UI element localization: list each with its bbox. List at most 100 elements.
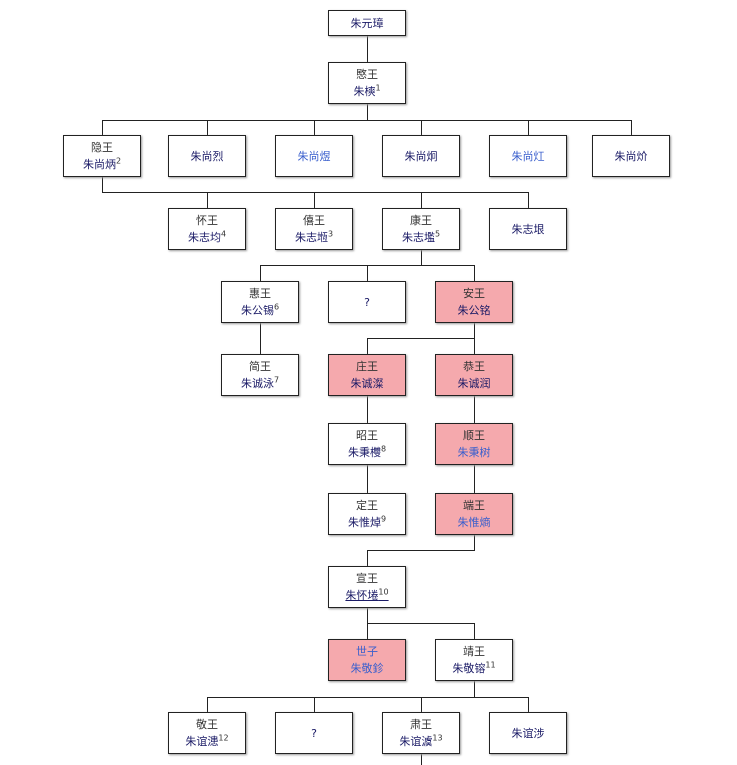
person-node[interactable]: 朱志垠 — [489, 208, 567, 250]
person-node[interactable]: 僖王朱志堩3 — [275, 208, 353, 250]
person-name-text: 朱志壏 — [401, 231, 435, 244]
person-name-text: 朱尚炳 — [82, 158, 116, 171]
person-name-text: 朱元璋 — [350, 16, 384, 30]
person-name[interactable]: 朱秉树 — [458, 444, 491, 461]
person-name-text: 朱诚润 — [457, 377, 491, 390]
person-name[interactable]: 朱志均4 — [188, 229, 226, 246]
footnote-ref[interactable]: 10 — [378, 587, 389, 597]
person-node[interactable]: 朱尚煜 — [275, 135, 353, 177]
person-node[interactable]: 昭王朱秉欆8 — [328, 423, 406, 465]
person-title: 简王 — [249, 360, 271, 373]
person-title: 靖王 — [463, 645, 485, 658]
person-name-text: 朱尚灴 — [511, 149, 545, 163]
person-title: 愍王 — [356, 68, 378, 81]
person-node[interactable]: ? — [328, 281, 406, 323]
person-name[interactable]: 朱尚炌 — [615, 148, 648, 165]
person-node[interactable]: 恭王朱诚润 — [435, 354, 513, 396]
person-name[interactable]: 朱诚泳7 — [241, 375, 279, 392]
person-node[interactable]: 端王朱惟熵 — [435, 493, 513, 535]
footnote-ref[interactable]: 4 — [220, 229, 227, 239]
footnote-ref[interactable]: 2 — [115, 156, 122, 166]
footnote-ref[interactable]: 11 — [485, 660, 496, 670]
person-name[interactable]: 朱秉欆8 — [348, 444, 386, 461]
person-node[interactable]: 肃王朱谊澞13 — [382, 712, 460, 754]
person-name[interactable]: 朱尚炯 — [405, 148, 438, 165]
person-name[interactable]: 朱谊涉 — [512, 725, 545, 742]
person-name[interactable]: 朱谊漶12 — [185, 733, 228, 750]
person-node[interactable]: 庄王朱诚澯 — [328, 354, 406, 396]
person-name-text: 朱尚烈 — [190, 149, 224, 163]
person-name[interactable]: 朱谊澞13 — [399, 733, 442, 750]
person-name[interactable]: 朱诚润 — [458, 375, 491, 392]
person-node[interactable]: 朱尚炌 — [592, 135, 670, 177]
footnote-ref[interactable]: 13 — [432, 733, 443, 743]
person-name[interactable]: 朱敬鉁 — [351, 660, 384, 677]
person-name-text: ? — [364, 295, 370, 309]
footnote-ref[interactable]: 7 — [273, 375, 280, 385]
person-title: 顺王 — [463, 429, 485, 442]
person-name[interactable]: 朱尚烈 — [191, 148, 224, 165]
person-name[interactable]: 朱志壏5 — [402, 229, 440, 246]
person-node[interactable]: 朱谊涉 — [489, 712, 567, 754]
person-node[interactable]: 朱尚烈 — [168, 135, 246, 177]
person-node[interactable]: 愍王朱樉1 — [328, 62, 406, 104]
person-title: 敬王 — [196, 718, 218, 731]
person-name[interactable]: 朱敬镕11 — [452, 660, 495, 677]
person-title: 隐王 — [91, 141, 113, 154]
person-title: 惠王 — [249, 287, 271, 300]
footnote-ref[interactable]: 12 — [218, 733, 229, 743]
person-name[interactable]: ? — [311, 725, 317, 742]
person-node[interactable]: 朱尚灴 — [489, 135, 567, 177]
person-name[interactable]: 朱尚炳2 — [83, 156, 121, 173]
person-name[interactable]: ? — [364, 294, 370, 311]
person-name-text: 朱敬鉁 — [350, 662, 384, 675]
person-name-text: 朱惟焯 — [347, 516, 381, 529]
person-name[interactable]: 朱尚煜 — [298, 148, 331, 165]
person-name[interactable]: 朱惟焯9 — [348, 514, 386, 531]
person-node[interactable]: 宣王朱怀埢10 — [328, 566, 406, 608]
person-node[interactable]: 靖王朱敬镕11 — [435, 639, 513, 681]
person-name-text: 朱怀埢 — [345, 589, 379, 602]
footnote-ref[interactable]: 5 — [434, 229, 441, 239]
person-name-text: 朱诚泳 — [240, 377, 274, 390]
person-title: 宣王 — [356, 572, 378, 585]
person-name-text: 朱志均 — [187, 231, 221, 244]
person-name[interactable]: 朱公铭 — [458, 302, 491, 319]
person-node[interactable]: 安王朱公铭 — [435, 281, 513, 323]
person-node[interactable]: 敬王朱谊漶12 — [168, 712, 246, 754]
person-name-text: 朱谊澞 — [399, 735, 433, 748]
person-node[interactable]: 简王朱诚泳7 — [221, 354, 299, 396]
footnote-ref[interactable]: 8 — [380, 444, 387, 454]
person-name[interactable]: 朱公锡6 — [241, 302, 279, 319]
footnote-ref[interactable]: 6 — [273, 302, 280, 312]
footnote-ref[interactable]: 9 — [380, 514, 387, 524]
person-node[interactable]: 朱尚炯 — [382, 135, 460, 177]
person-name[interactable]: 朱樉1 — [353, 83, 380, 100]
person-name[interactable]: 朱志堩3 — [295, 229, 333, 246]
person-node[interactable]: 隐王朱尚炳2 — [63, 135, 141, 177]
person-node[interactable]: ? — [275, 712, 353, 754]
person-title: 端王 — [463, 499, 485, 512]
footnote-ref[interactable]: 3 — [327, 229, 334, 239]
person-title: 安王 — [463, 287, 485, 300]
person-node[interactable]: 顺王朱秉树 — [435, 423, 513, 465]
person-name-text: 朱秉欆 — [347, 446, 381, 459]
person-name[interactable]: 朱怀埢10 — [345, 587, 388, 604]
person-name[interactable]: 朱诚澯 — [351, 375, 384, 392]
person-node[interactable]: 定王朱惟焯9 — [328, 493, 406, 535]
footnote-ref[interactable]: 1 — [375, 83, 381, 93]
person-name-text: 朱诚澯 — [350, 377, 384, 390]
person-name-text: 朱谊漶 — [185, 735, 219, 748]
person-name[interactable]: 朱志垠 — [512, 221, 545, 238]
person-node[interactable]: 朱元璋 — [328, 10, 406, 36]
person-node[interactable]: 世子朱敬鉁 — [328, 639, 406, 681]
person-node[interactable]: 怀王朱志均4 — [168, 208, 246, 250]
person-node[interactable]: 康王朱志壏5 — [382, 208, 460, 250]
person-name[interactable]: 朱元璋 — [351, 15, 384, 32]
person-node[interactable]: 惠王朱公锡6 — [221, 281, 299, 323]
person-name[interactable]: 朱惟熵 — [458, 514, 491, 531]
person-name-text: 朱尚煜 — [297, 149, 331, 163]
person-name[interactable]: 朱尚灴 — [512, 148, 545, 165]
